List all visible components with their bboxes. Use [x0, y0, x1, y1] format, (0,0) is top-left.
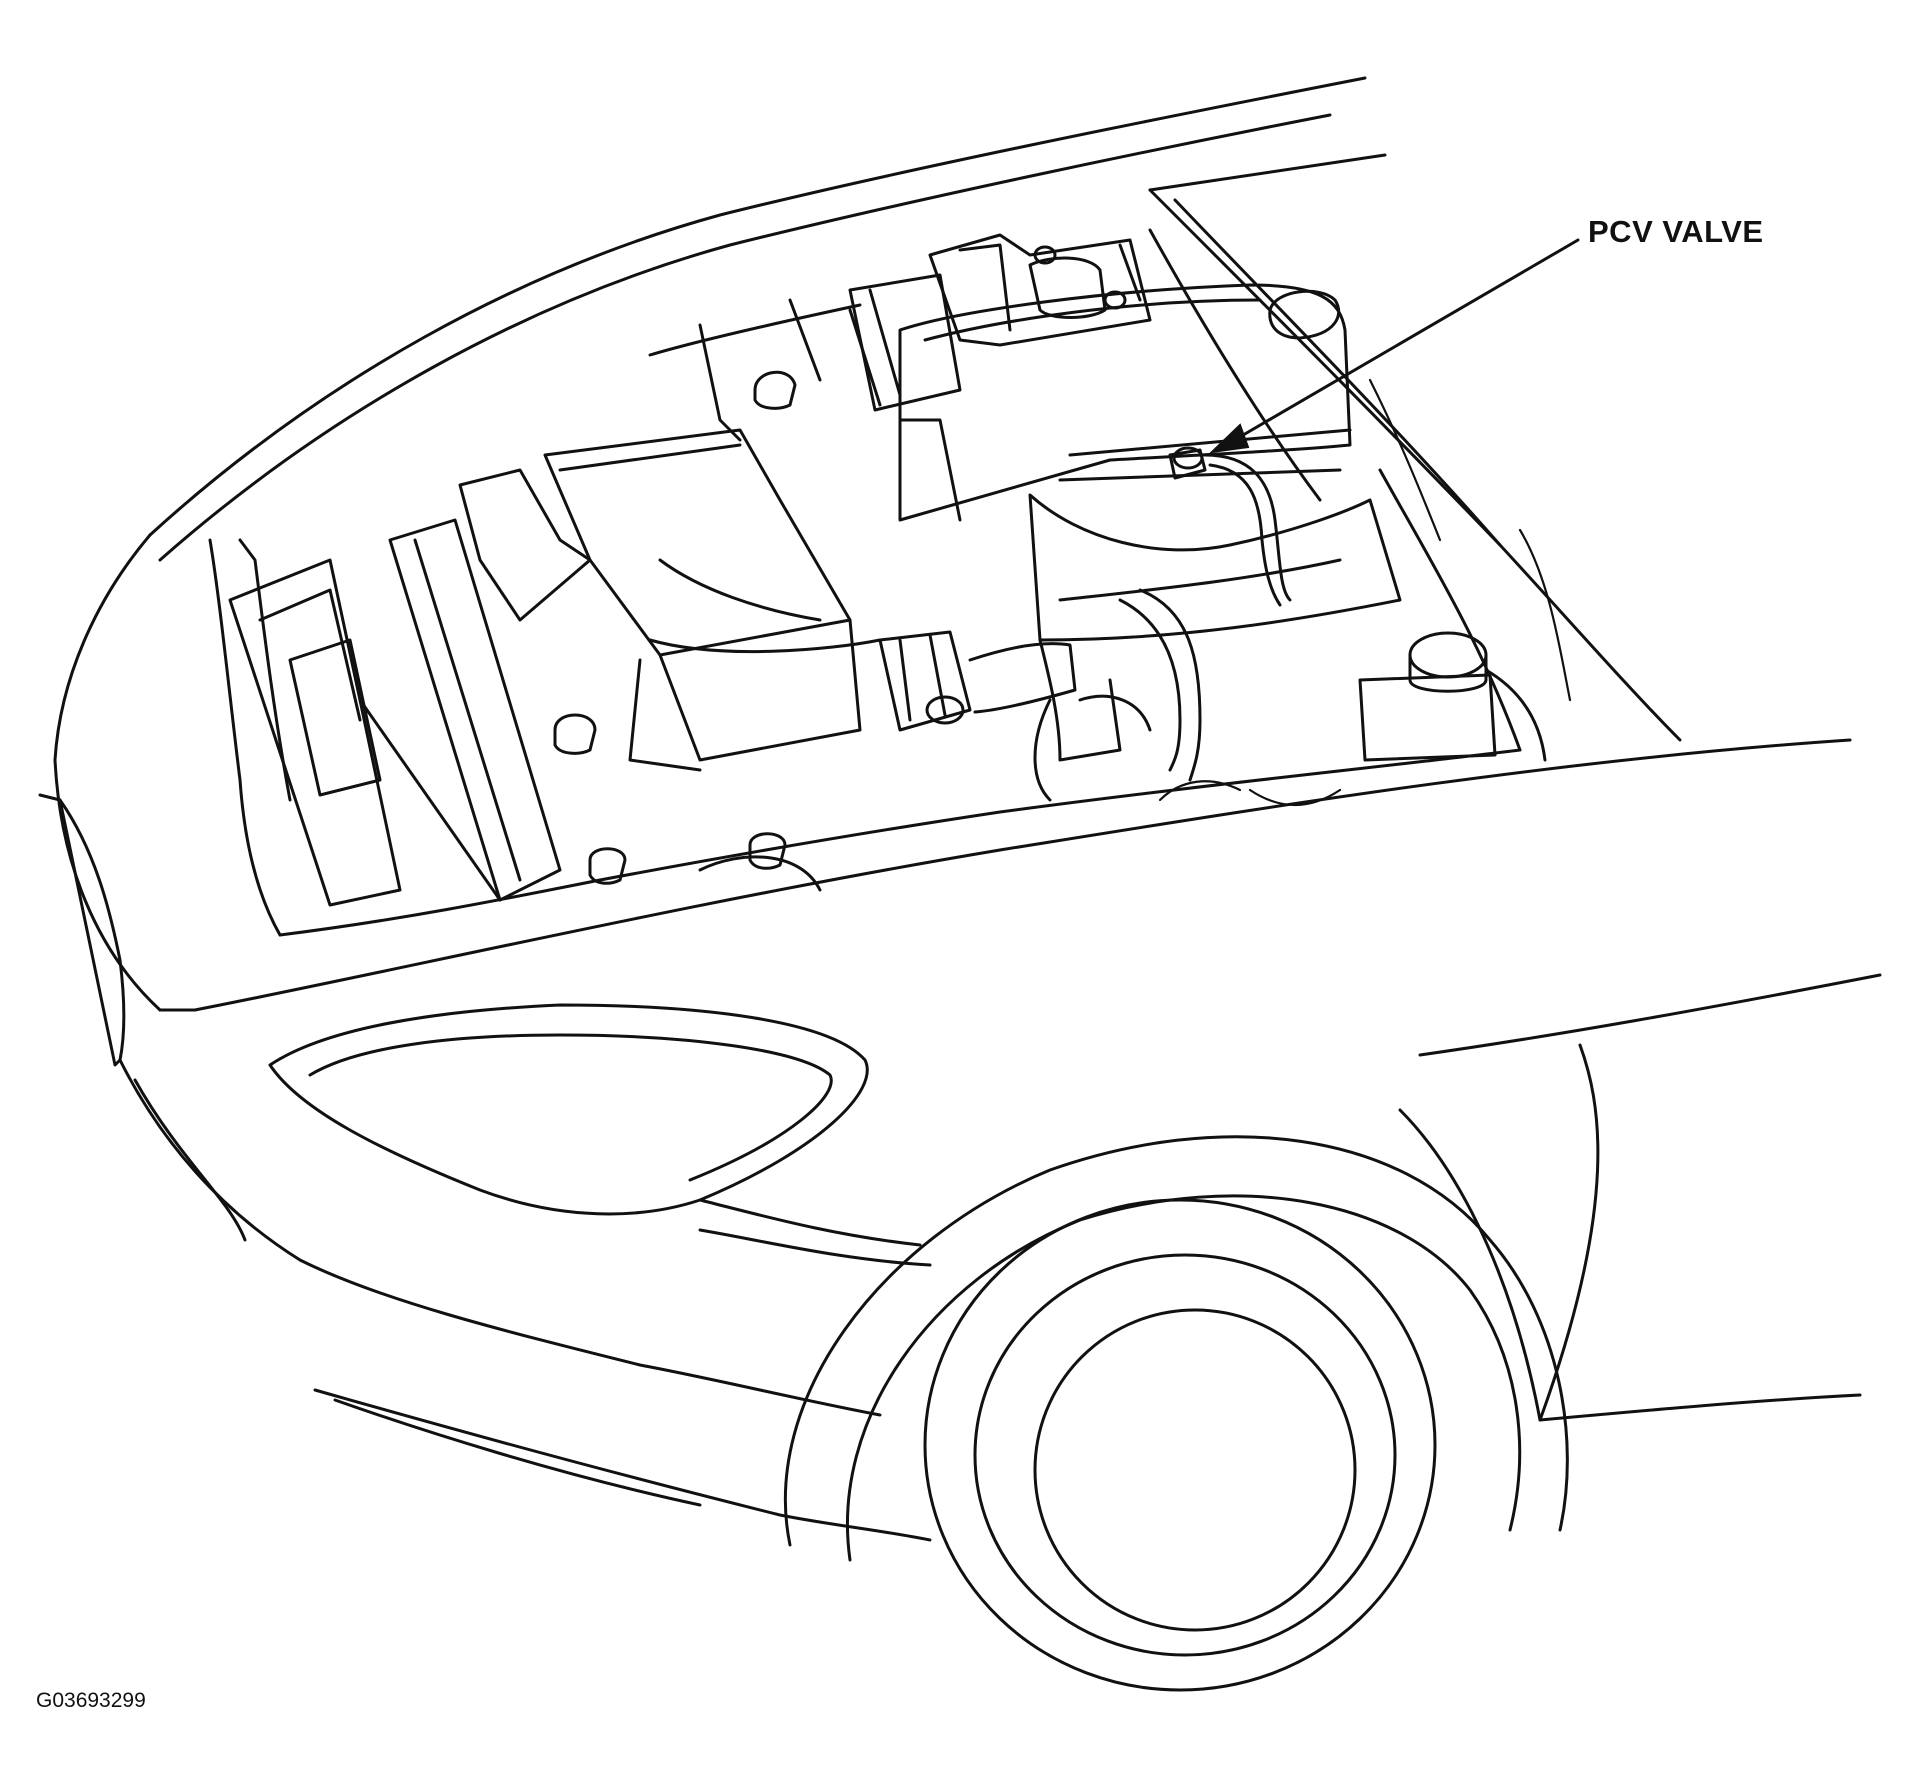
front-wheel: [784, 1135, 1569, 1692]
pcv-valve-callout-arrow: [1209, 238, 1580, 454]
intake-duct: [648, 630, 1077, 732]
figure-code: G03693299: [36, 1689, 146, 1712]
cowl-lines: [1158, 378, 1572, 806]
air-cleaner: [458, 428, 862, 772]
throttle-body: [1033, 588, 1202, 802]
lower-bumper: [298, 1258, 932, 1542]
relay-box: [848, 273, 962, 412]
engine-cover: [898, 283, 1402, 642]
radiator-support: [228, 518, 562, 907]
strut-caps: [553, 370, 822, 892]
headlamp: [268, 1003, 932, 1267]
battery: [928, 233, 1152, 347]
car-body-outline: [38, 76, 1882, 1422]
pcv-valve-label: PCV VALVE: [1588, 214, 1764, 249]
coolant-reservoir: [1358, 631, 1547, 762]
engine-bay: [208, 228, 1522, 937]
